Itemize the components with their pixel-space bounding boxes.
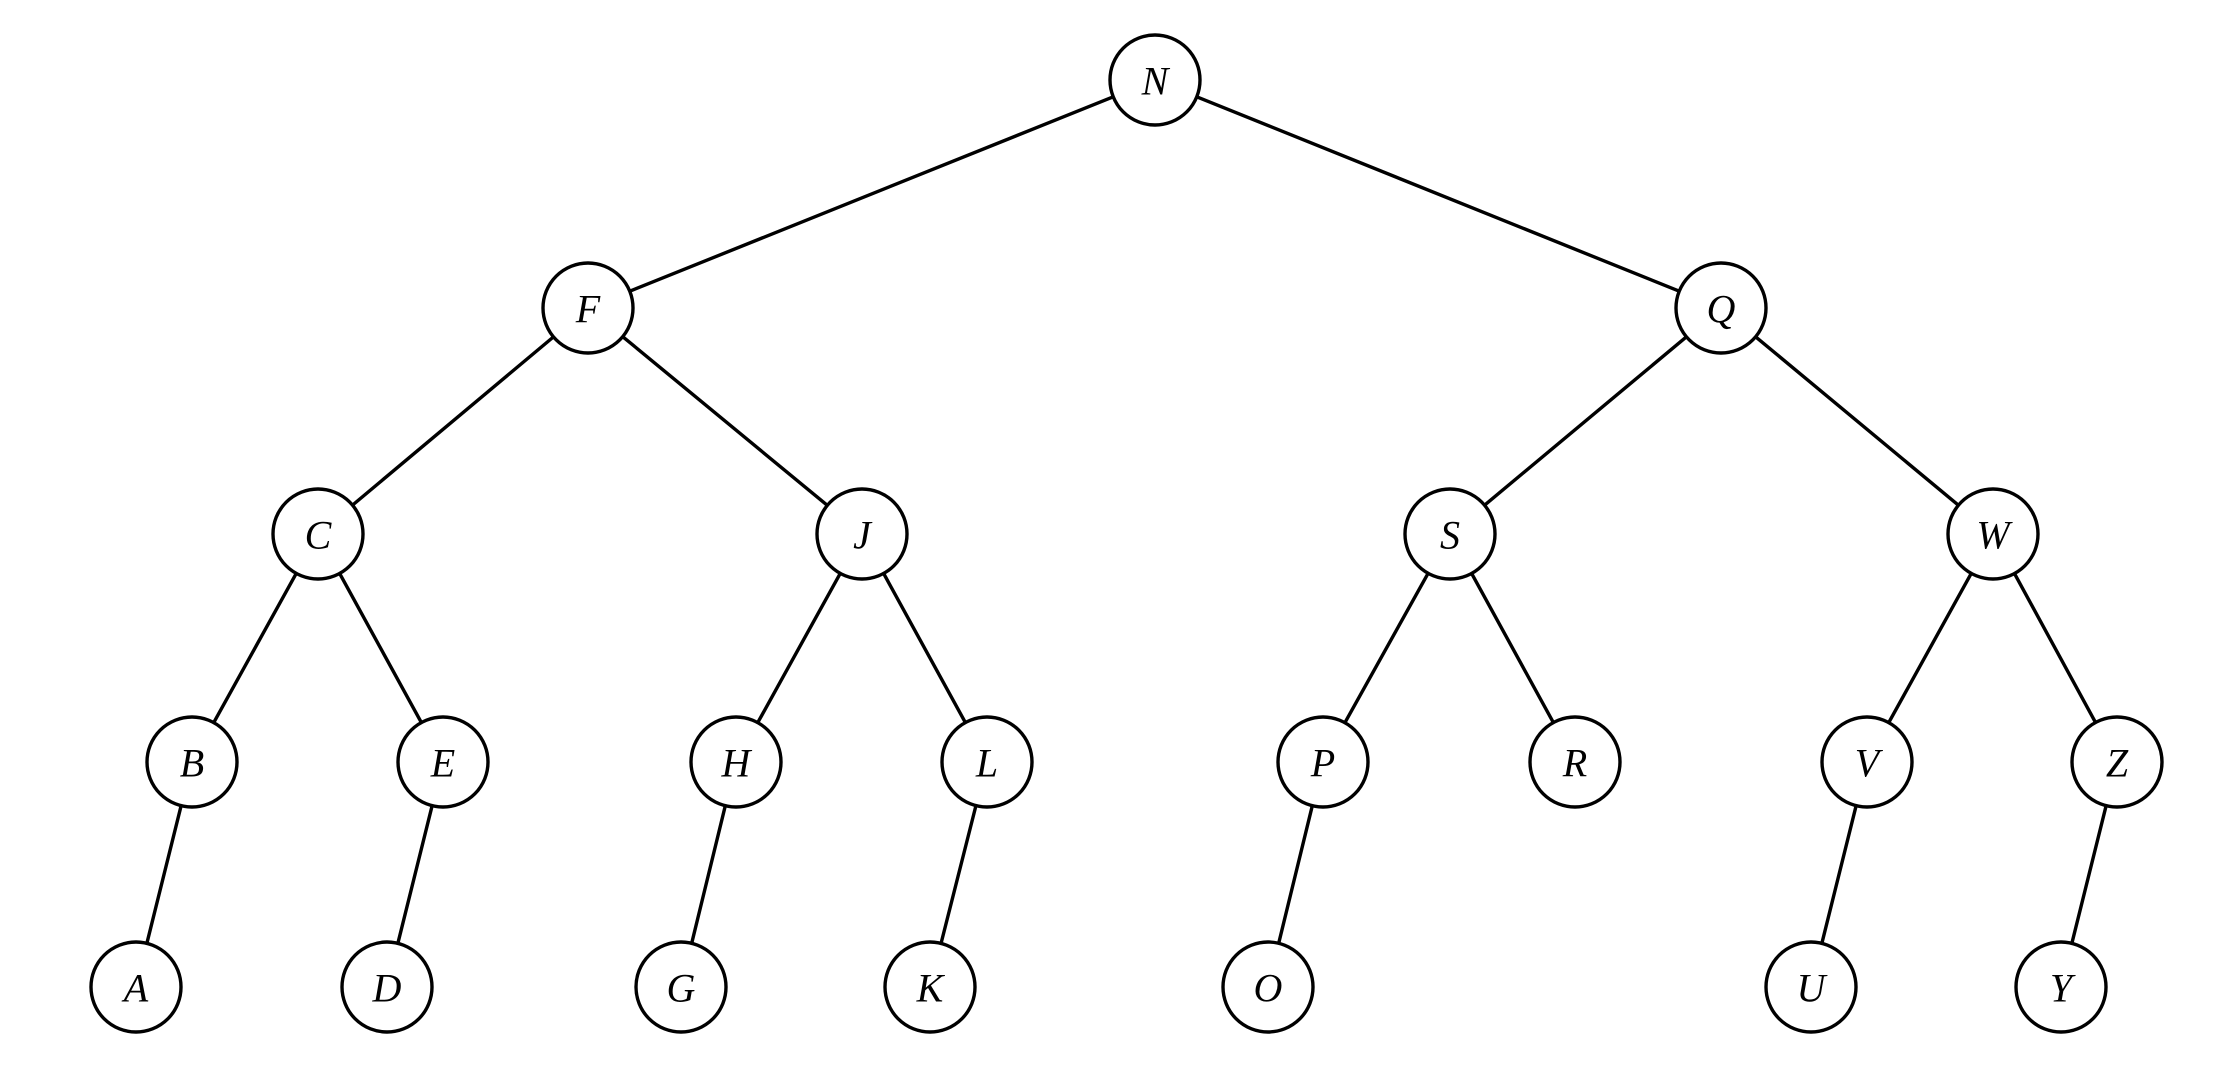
node-circle bbox=[634, 940, 728, 1034]
tree-node-e: E bbox=[396, 715, 490, 809]
edge-j-h bbox=[756, 571, 842, 725]
edge-f-c bbox=[350, 335, 556, 507]
edge-s-r bbox=[1469, 571, 1556, 725]
node-circle bbox=[2014, 940, 2108, 1034]
tree-node-g: G bbox=[634, 940, 728, 1034]
edge-s-p bbox=[1343, 571, 1430, 725]
edge-w-v bbox=[1887, 571, 1973, 725]
edge-v-u bbox=[1820, 803, 1858, 946]
node-circle bbox=[271, 487, 365, 581]
tree-node-v: V bbox=[1820, 715, 1914, 809]
tree-node-p: P bbox=[1276, 715, 1370, 809]
tree-node-c: C bbox=[271, 487, 365, 581]
edge-f-j bbox=[621, 334, 829, 508]
tree-nodes: N F Q C J S W B E H L P R V Z A D G K O U Y bbox=[89, 33, 2164, 1034]
edge-z-y bbox=[2070, 803, 2108, 946]
node-label: L bbox=[975, 741, 998, 786]
tree-node-w: W bbox=[1946, 487, 2040, 581]
node-label: O bbox=[1254, 966, 1283, 1011]
node-label: S bbox=[1440, 513, 1460, 558]
node-circle bbox=[883, 940, 977, 1034]
node-label: J bbox=[853, 513, 873, 558]
node-label: F bbox=[575, 287, 601, 332]
node-circle bbox=[1820, 715, 1914, 809]
node-circle bbox=[689, 715, 783, 809]
tree-node-l: L bbox=[940, 715, 1034, 809]
tree-node-a: A bbox=[89, 940, 183, 1034]
node-circle bbox=[89, 940, 183, 1034]
edge-w-z bbox=[2012, 571, 2098, 725]
tree-node-u: U bbox=[1764, 940, 1858, 1034]
node-label: G bbox=[667, 966, 696, 1011]
node-label: V bbox=[1855, 741, 1884, 786]
node-circle bbox=[1528, 715, 1622, 809]
edge-j-l bbox=[881, 571, 968, 725]
node-label: B bbox=[180, 741, 204, 786]
tree-node-k: K bbox=[883, 940, 977, 1034]
node-label: D bbox=[372, 966, 402, 1011]
tree-edges bbox=[145, 95, 2108, 946]
edge-b-a bbox=[145, 803, 183, 946]
tree-node-o: O bbox=[1221, 940, 1315, 1034]
node-circle bbox=[541, 261, 635, 355]
tree-node-d: D bbox=[340, 940, 434, 1034]
edge-p-o bbox=[1276, 804, 1315, 945]
node-circle bbox=[145, 715, 239, 809]
node-label: A bbox=[121, 966, 149, 1011]
node-label: K bbox=[916, 966, 946, 1011]
tree-node-y: Y bbox=[2014, 940, 2108, 1034]
node-label: R bbox=[1562, 741, 1587, 786]
node-circle bbox=[1946, 487, 2040, 581]
node-circle bbox=[1764, 940, 1858, 1034]
tree-node-f: F bbox=[541, 261, 635, 355]
node-circle bbox=[2070, 715, 2164, 809]
tree-node-n: N bbox=[1108, 33, 1202, 127]
edge-c-b bbox=[212, 571, 298, 725]
edge-n-q bbox=[1195, 95, 1681, 293]
node-label: C bbox=[305, 513, 333, 558]
edge-h-g bbox=[689, 804, 728, 945]
edge-e-d bbox=[396, 803, 434, 946]
tree-node-q: Q bbox=[1674, 261, 1768, 355]
node-label: Q bbox=[1707, 287, 1736, 332]
node-circle bbox=[340, 940, 434, 1034]
edge-l-k bbox=[939, 803, 978, 946]
edge-c-e bbox=[337, 571, 424, 725]
node-circle bbox=[1276, 715, 1370, 809]
node-label: H bbox=[721, 741, 753, 786]
node-label: U bbox=[1797, 966, 1829, 1011]
tree-node-s: S bbox=[1403, 487, 1497, 581]
node-circle bbox=[1221, 940, 1315, 1034]
edge-n-f bbox=[628, 95, 1115, 293]
tree-node-r: R bbox=[1528, 715, 1622, 809]
tree-node-z: Z bbox=[2070, 715, 2164, 809]
tree-node-j: J bbox=[815, 487, 909, 581]
tree-node-h: H bbox=[689, 715, 783, 809]
node-label: P bbox=[1310, 741, 1335, 786]
node-circle bbox=[1108, 33, 1202, 127]
node-circle bbox=[940, 715, 1034, 809]
node-label: Z bbox=[2106, 741, 2129, 786]
node-circle bbox=[815, 487, 909, 581]
node-label: Y bbox=[2050, 966, 2076, 1011]
node-circle bbox=[1674, 261, 1768, 355]
node-label: N bbox=[1141, 59, 1171, 104]
tree-node-b: B bbox=[145, 715, 239, 809]
node-label: E bbox=[430, 741, 455, 786]
node-label: W bbox=[1976, 513, 2013, 558]
node-circle bbox=[396, 715, 490, 809]
edge-q-s bbox=[1482, 335, 1689, 507]
edge-q-w bbox=[1753, 335, 1961, 507]
node-circle bbox=[1403, 487, 1497, 581]
